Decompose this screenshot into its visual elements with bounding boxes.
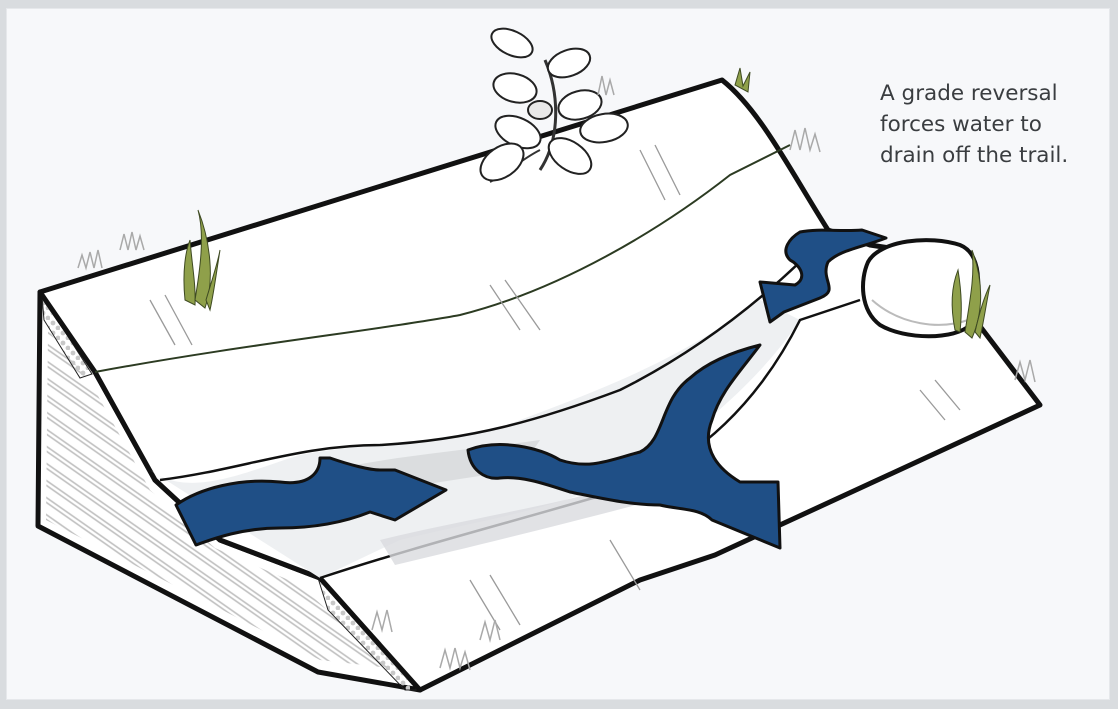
caption-text: A grade reversal forces water to drain o…: [880, 78, 1095, 171]
caption-line-3: drain off the trail.: [880, 140, 1095, 171]
caption-line-1: A grade reversal: [880, 78, 1095, 109]
caption-line-2: forces water to: [880, 109, 1095, 140]
